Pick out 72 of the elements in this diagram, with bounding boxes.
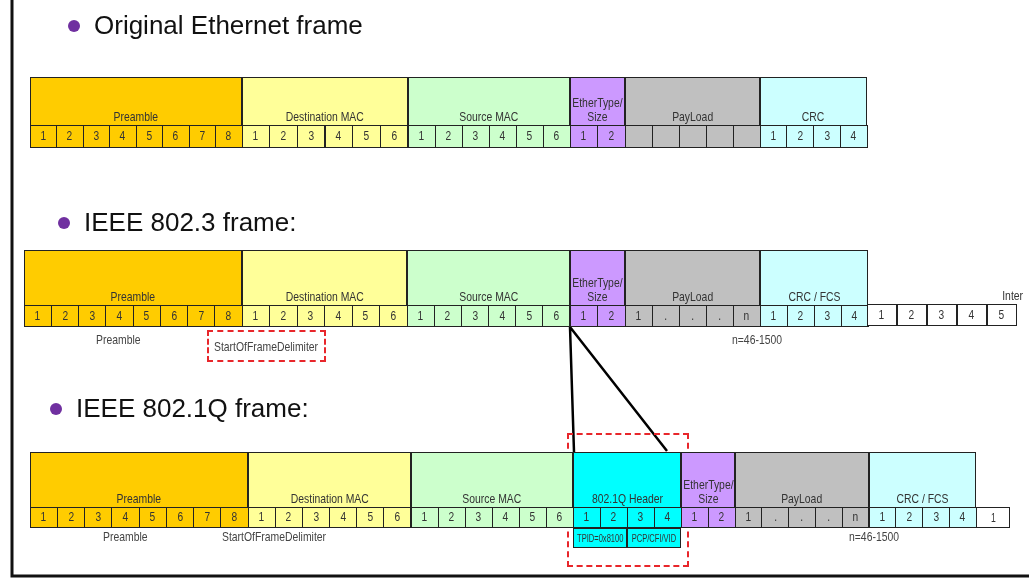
field-name: Source MAC [459,110,519,126]
byte-cell: 8 [214,304,243,327]
field-name: PayLoad [671,290,713,306]
annotation-text: Preamble [103,529,149,544]
byte-cell: 1 [976,507,1010,528]
frame-field [30,77,242,148]
frame-field [411,452,573,528]
byte-cell: 6 [545,506,574,528]
annotation-text: StartOfFrameDelimiter [222,529,327,544]
frame-field [735,452,869,528]
field-name: Preamble [116,492,162,508]
frame-field [625,77,760,148]
byte-cell: 5 [986,303,1017,326]
byte-cell: 2 [597,304,626,327]
frame-field [681,452,735,528]
frame-field [625,250,760,327]
section-title: Original Ethernet frame [94,10,363,41]
field-name: Destination MAC [285,110,364,126]
field-name: 802.1Q Header [591,492,663,508]
expansion-lines [568,325,669,454]
field-name: CRC [802,110,825,126]
field-name: Source MAC [459,290,518,306]
frame-field [248,452,411,528]
field-name: Preamble [113,110,159,126]
byte-cell: 2 [597,124,626,148]
frame-field [869,452,976,528]
byte-cell: 6 [542,124,571,148]
frame-field [570,77,625,148]
field-name: EtherType/ Size [572,96,623,126]
frame-field [573,452,681,528]
byte-cell: 4 [956,303,987,326]
frame-field [407,250,570,327]
field-name: Inter [1002,289,1023,305]
byte-cell: 4 [839,124,868,148]
field-name: Preamble [110,290,156,306]
frame-field [760,250,868,327]
byte-cell: 8 [220,506,249,528]
field-name: EtherType/ Size [572,276,623,306]
frame-field [30,452,248,528]
frame-field [242,77,408,148]
annotation-text: Preamble [96,332,142,347]
byte-cell: 6 [379,304,408,327]
frame-field [760,77,867,148]
byte-cell: 4 [653,506,682,528]
field-name: Destination MAC [285,290,364,306]
field-name: PayLoad [781,492,823,508]
annotation-text: n=46-1500 [732,332,784,347]
byte-cell: 2 [896,303,927,326]
dashed-callout: StartOfFrameDelimiter [207,330,326,362]
byte-cell: n [732,304,761,327]
field-name: Destination MAC [290,492,369,508]
sub-field: TPID=0x8100 [573,528,627,548]
byte-cell: 1 [866,303,897,326]
byte-cell: 4 [948,506,977,528]
field-name: PayLoad [671,110,713,126]
field-name: Source MAC [462,492,522,508]
frame-field [570,250,625,327]
section-title: IEEE 802.3 frame: [84,207,297,238]
sub-field: PCP/CFI/VID [627,528,681,548]
field-name: EtherType/ Size [682,478,734,508]
byte-cell: 3 [926,303,957,326]
byte-cell: 4 [840,304,869,327]
byte-cell: 8 [215,124,243,148]
annotation-text: n=46-1500 [849,529,901,544]
field-name: CRC / FCS [896,492,949,508]
byte-cell: 3 [296,124,326,148]
field-name: CRC / FCS [788,290,840,306]
frame-field [408,77,570,148]
section-title: IEEE 802.1Q frame: [76,393,309,424]
frame-field [24,250,242,327]
byte-cell: 2 [707,506,736,528]
frame-field [242,250,407,327]
